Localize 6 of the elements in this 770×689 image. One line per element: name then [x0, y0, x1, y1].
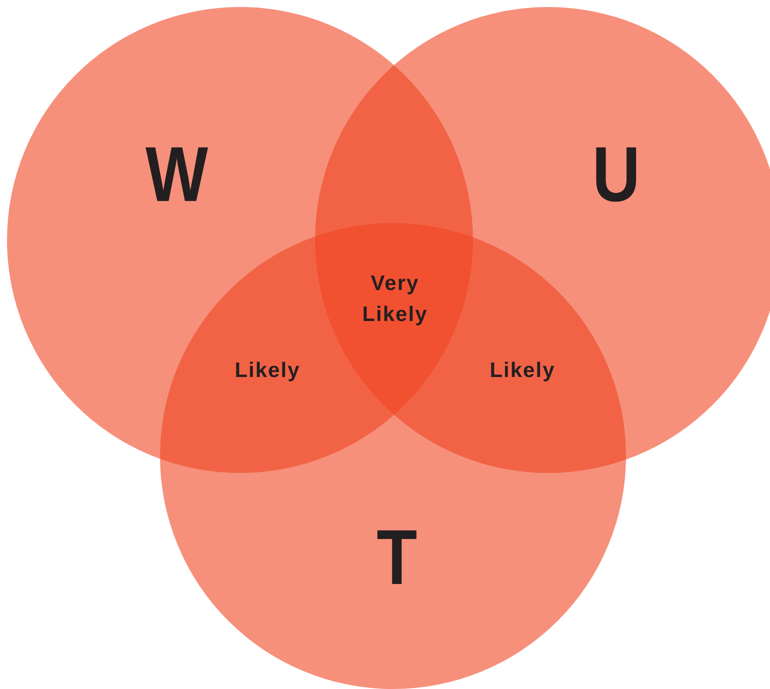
overlap-label: Very Likely [361, 271, 429, 328]
overlap-label: Likely [234, 358, 302, 384]
overlap-label: Likely [488, 358, 556, 384]
set-label: W [146, 135, 208, 213]
set-label: U [592, 135, 640, 213]
set-label: T [376, 518, 418, 596]
